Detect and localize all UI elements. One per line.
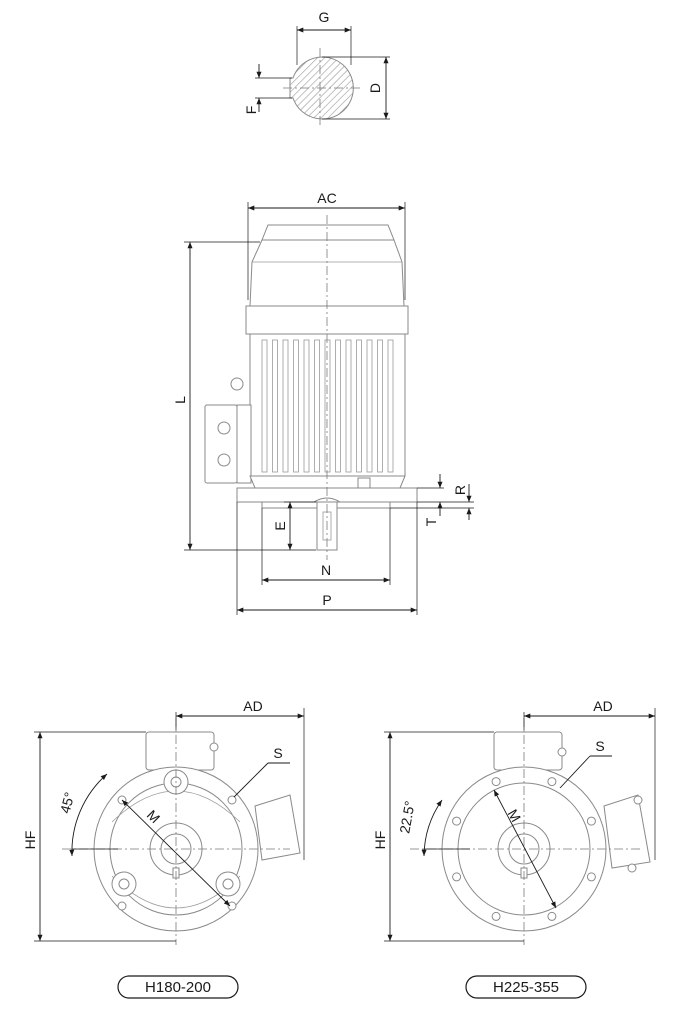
terminal-screw: [557, 747, 567, 757]
flange-diameter-label: P: [322, 592, 331, 608]
motor-frame: [249, 333, 406, 477]
terminal-screw: [209, 742, 219, 752]
bolt-hole: [586, 872, 596, 882]
shaft-width-label: G: [319, 9, 330, 25]
bolt-hole: [452, 872, 462, 882]
shaft-diameter-label: D: [367, 83, 383, 93]
motor-side-view: AC L E N P R T: [172, 190, 474, 615]
cable-entry-box: [603, 794, 651, 869]
cooling-fin: [272, 339, 278, 473]
body-width-label: AC: [317, 190, 336, 206]
terminal-box: [145, 731, 215, 771]
cooling-fin: [356, 339, 362, 473]
end-view-h225-355: HF AD S M 22.5°: [372, 698, 656, 945]
bolt-hole: [491, 911, 501, 921]
bolt-hole: [227, 901, 237, 911]
cable-entry-box: [254, 794, 301, 861]
cooling-fin: [377, 339, 383, 473]
cooling-fins: [261, 339, 394, 473]
end-shield: [249, 475, 406, 489]
terminal-offset-label: AD: [243, 698, 262, 714]
frame-tag-h180-200: H180-200: [117, 975, 239, 999]
end-view-h180-200: HF AD S M 45°: [22, 698, 305, 945]
height-label: HF: [372, 831, 388, 850]
cooling-fin: [335, 339, 341, 473]
cooling-fin: [314, 339, 320, 473]
hole-angle-label: 22.5°: [396, 800, 417, 835]
frame-tag-h225-355: H225-355: [465, 975, 587, 999]
cooling-fin: [345, 339, 352, 473]
terminal-gland-top: [217, 421, 231, 435]
cooling-fin: [387, 339, 394, 473]
spigot-diameter-label: N: [321, 562, 331, 578]
bolt-hole: [227, 795, 237, 805]
cooling-fin: [366, 339, 373, 473]
key-offset-label: F: [243, 106, 259, 115]
terminal-box: [493, 731, 563, 771]
terminal-box: [204, 404, 238, 484]
fan-cover-cap: [261, 224, 395, 241]
bolt-hole: [547, 777, 557, 787]
total-length-label: L: [172, 396, 188, 404]
frame-range-label: H180-200: [145, 979, 211, 996]
cooling-fin: [303, 339, 310, 473]
spigot-height-label: R: [452, 485, 468, 495]
cooling-fin: [293, 339, 299, 473]
bolt-hole-ring: [452, 777, 596, 921]
bolt-hole: [491, 777, 501, 787]
bolt-hole: [586, 816, 596, 826]
bolt-hole: [547, 911, 557, 921]
flange-thickness-label: T: [423, 517, 439, 526]
terminal-gland-bottom: [217, 453, 231, 467]
hole-angle-label: 45°: [57, 790, 78, 815]
hole-label: S: [595, 738, 604, 754]
cooling-fin: [324, 339, 331, 473]
bolt-hole: [452, 816, 462, 826]
lifting-eye: [230, 377, 244, 391]
hole-label: S: [273, 745, 282, 761]
shaft-length-label: E: [272, 521, 288, 530]
frame-range-label: H225-355: [493, 979, 559, 996]
cooling-fin: [261, 339, 268, 473]
bolt-hole: [117, 901, 127, 911]
shaft-section-view: G D F: [243, 9, 390, 125]
terminal-offset-label: AD: [593, 698, 612, 714]
terminal-box-mount: [236, 404, 252, 484]
height-label: HF: [22, 831, 38, 850]
cooling-fin: [282, 339, 289, 473]
